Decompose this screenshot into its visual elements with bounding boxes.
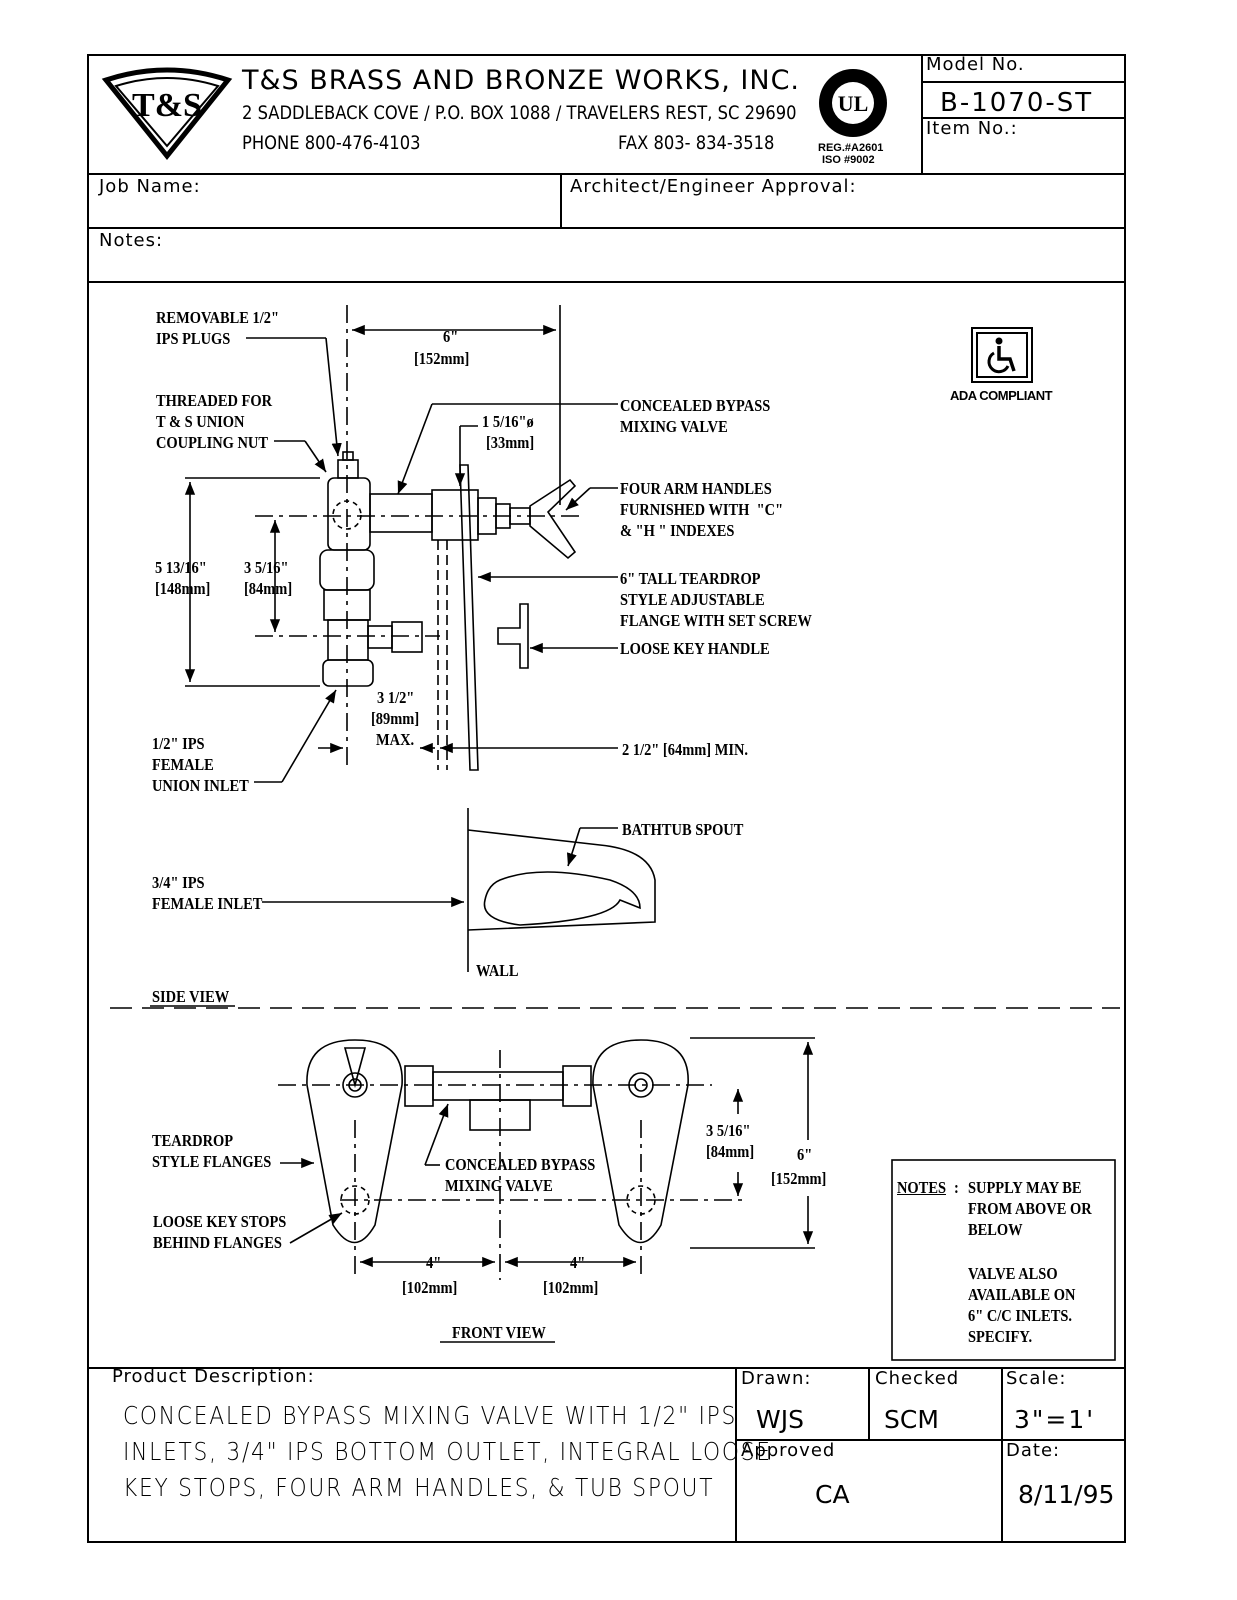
company-address: 2 SADDLEBACK COVE / P.O. BOX 1088 / TRAV…: [242, 102, 797, 124]
scale-label: Scale:: [1006, 1368, 1067, 1389]
dim-6-front: 6": [797, 1145, 813, 1164]
side-view-title: SIDE VIEW: [152, 987, 230, 1006]
dim-dia: 1 5/16"ø: [482, 412, 534, 431]
ul-seal-icon: UL: [819, 69, 887, 137]
checked-label: Checked: [875, 1368, 960, 1389]
note-valve: VALVE ALSO AVAILABLE ON 6" C/C INLETS. S…: [968, 1264, 1076, 1346]
dim-3-1-2: 3 1/2": [377, 688, 415, 707]
callout-bypass: CONCEALED BYPASS MIXING VALVE: [620, 396, 771, 436]
callout-plugs: REMOVABLE 1/2" IPS PLUGS: [156, 308, 279, 348]
job-name-field[interactable]: Job Name:: [99, 176, 201, 197]
callout-key-handle: LOOSE KEY HANDLE: [620, 639, 770, 658]
logo-text: T&S: [132, 87, 202, 124]
notes-colon: :: [954, 1178, 959, 1197]
model-label: Model No.: [926, 54, 1025, 75]
dim-4a-mm: [102mm]: [402, 1278, 458, 1297]
callout-stops: LOOSE KEY STOPS BEHIND FLANGES: [153, 1212, 287, 1252]
product-label: Product Description:: [112, 1366, 315, 1387]
note-supply: SUPPLY MAY BE FROM ABOVE OR BELOW: [968, 1178, 1092, 1239]
company-phone: PHONE 800-476-4103: [242, 132, 421, 154]
company-name: T&S BRASS AND BRONZE WORKS, INC.: [242, 65, 801, 96]
callout-teardrop: TEARDROP STYLE FLANGES: [152, 1131, 272, 1171]
dim-3-5-16: 3 5/16" [84mm]: [244, 558, 293, 598]
date-value: 8/11/95: [1018, 1480, 1115, 1509]
callout-threaded: THREADED FOR T & S UNION COUPLING NUT: [156, 391, 273, 452]
drawn-label: Drawn:: [741, 1368, 812, 1389]
notes-field[interactable]: Notes:: [99, 230, 164, 251]
approved-value: CA: [815, 1480, 850, 1509]
wheelchair-icon: [971, 327, 1033, 383]
item-label: Item No.:: [926, 118, 1018, 139]
callout-flange: 6" TALL TEARDROP STYLE ADJUSTABLE FLANGE…: [620, 569, 812, 630]
ul-iso: ISO #9002: [822, 154, 875, 166]
product-description: CONCEALED BYPASS MIXING VALVE WITH 1/2" …: [123, 1401, 772, 1502]
company-fax: FAX 803- 834-3518: [618, 132, 775, 154]
callout-inlet-34: 3/4" IPS FEMALE INLET: [152, 873, 263, 913]
dim-4b-mm: [102mm]: [543, 1278, 599, 1297]
dim-3-5-16-front: 3 5/16" [84mm]: [706, 1121, 755, 1161]
dim-6: 6": [443, 327, 459, 346]
callout-union-inlet: 1/2" IPS FEMALE UNION INLET: [152, 734, 249, 795]
callout-front-bypass: CONCEALED BYPASS MIXING VALVE: [445, 1155, 596, 1195]
callout-wall: WALL: [476, 961, 519, 980]
ts-logo: T&S: [101, 67, 233, 160]
model-number: B-1070-ST: [940, 88, 1094, 118]
approved-label: Approved: [741, 1440, 836, 1461]
dim-3-1-2-mm: [89mm] MAX.: [371, 709, 420, 749]
callout-handles: FOUR ARM HANDLES FURNISHED WITH "C" & "H…: [620, 479, 784, 540]
date-label: Date:: [1006, 1440, 1061, 1461]
dim-4a: 4": [426, 1253, 442, 1272]
dim-2-1-2: 2 1/2" [64mm] MIN.: [622, 740, 749, 759]
dim-6-front-mm: [152mm]: [771, 1169, 827, 1188]
dim-5-13-16: 5 13/16" [148mm]: [155, 558, 211, 598]
dim-6-mm: [152mm]: [414, 349, 470, 368]
drawn-value: WJS: [756, 1405, 804, 1434]
dim-4b: 4": [570, 1253, 586, 1272]
notes-title: NOTES: [897, 1178, 946, 1197]
ul-reg: REG.#A2601: [818, 142, 884, 154]
svg-text:UL: UL: [838, 91, 869, 116]
ada-label: ADA COMPLIANT: [950, 388, 1053, 403]
scale-value: 3"=1': [1014, 1405, 1096, 1434]
dim-dia-mm: [33mm]: [486, 433, 535, 452]
front-view-title: FRONT VIEW: [452, 1323, 546, 1342]
approval-field[interactable]: Architect/Engineer Approval:: [570, 176, 857, 197]
callout-spout: BATHTUB SPOUT: [622, 820, 744, 839]
checked-value: SCM: [884, 1405, 939, 1434]
